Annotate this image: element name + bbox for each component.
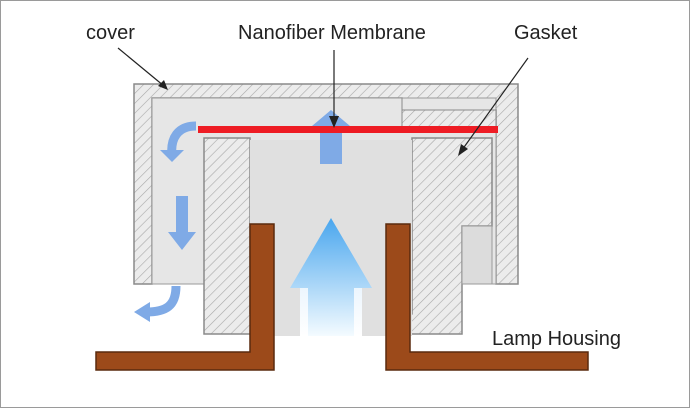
leader-membrane xyxy=(329,50,339,128)
leader-gasket xyxy=(458,57,529,156)
membrane-airflow-arrow xyxy=(312,110,350,164)
cover-label: cover xyxy=(86,22,135,44)
gasket-side-box xyxy=(461,225,493,285)
membrane-label: Nanofiber Membrane xyxy=(238,22,426,44)
curved-arrow-bottom-head xyxy=(134,302,150,322)
curved-arrow-bottom-icon xyxy=(145,285,181,317)
leader-cover xyxy=(117,47,168,90)
curved-arrow-top-head xyxy=(160,150,184,162)
lamp-housing-label: Lamp Housing xyxy=(492,328,621,350)
lamp-housing-right xyxy=(385,223,589,371)
gasket-label: Gasket xyxy=(514,22,578,44)
lamp-housing-left xyxy=(95,223,275,371)
cover-step xyxy=(401,98,497,131)
down-arrow-icon xyxy=(168,196,196,250)
center-airflow-arrow xyxy=(290,218,372,336)
nanofiber-membrane xyxy=(198,126,498,133)
